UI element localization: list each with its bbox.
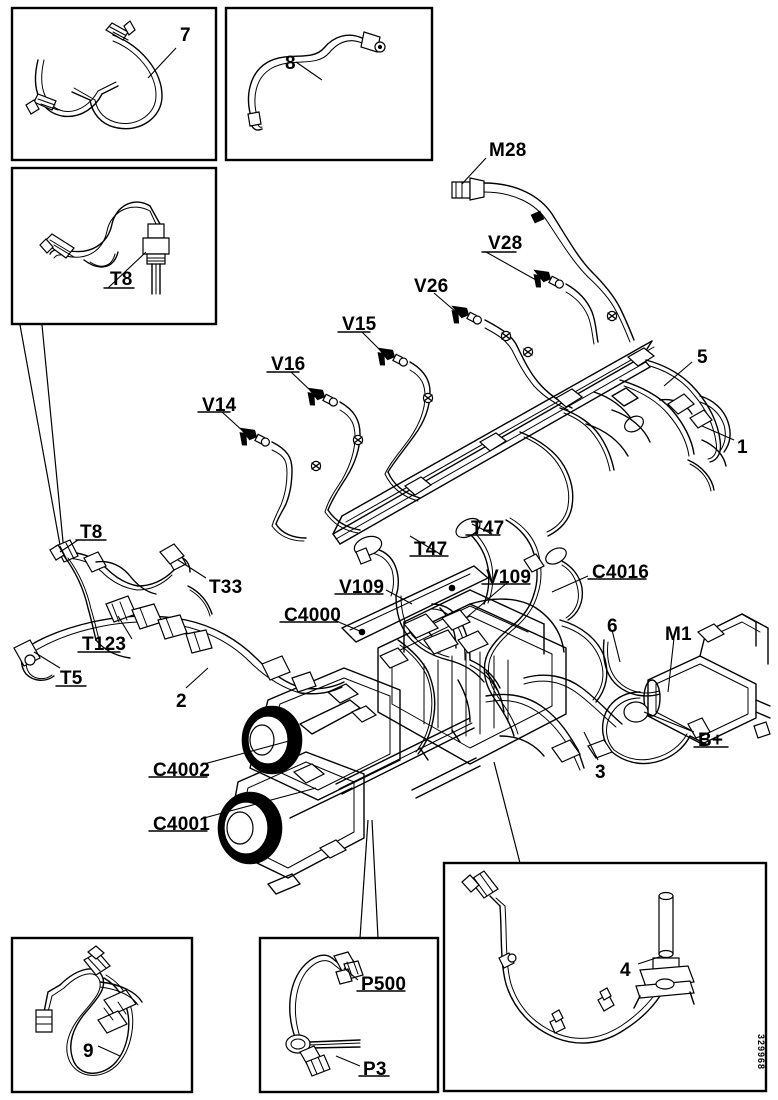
callout-label-t123: T123 (82, 634, 127, 655)
callout-label-v109: V109 (339, 577, 385, 598)
callout-label-1: 1 (737, 437, 748, 458)
callout-label-9: 9 (83, 1041, 94, 1062)
callout-label-c4001: C4001 (153, 814, 210, 835)
callout-label-v14: V14 (202, 395, 237, 416)
part-9-drawing (35, 945, 143, 1076)
callout-label-6: 6 (607, 616, 618, 637)
engine-rear-harness (519, 359, 731, 537)
callout-label-m28: M28 (489, 140, 527, 161)
callout-label-t33: T33 (209, 577, 243, 598)
alternator-compressor (217, 667, 481, 895)
harness-v28 (526, 264, 618, 345)
callout-label-c4002: C4002 (153, 760, 210, 781)
callout-label-2: 2 (176, 691, 187, 712)
part-4-drawing (461, 870, 695, 1044)
lower-left-harness (13, 539, 345, 695)
main-harness-rail (332, 340, 656, 545)
callout-label-p500: P500 (361, 974, 407, 995)
callout-label-bplus: B+ (698, 730, 724, 751)
drawing-number: 329968 (756, 1034, 766, 1071)
leader-lines (33, 47, 735, 1067)
engine-block (377, 589, 608, 765)
callout-label-t47: T47 (414, 539, 448, 560)
callout-label-v15: V15 (342, 314, 377, 335)
callout-label-p3: P3 (363, 1059, 387, 1080)
callout-label-4: 4 (620, 960, 631, 981)
harness-v14 (232, 422, 322, 542)
callout-label-m1: M1 (665, 624, 692, 645)
starter-cables (485, 639, 661, 771)
callout-label-3: 3 (595, 762, 606, 783)
part-7-drawing (25, 20, 163, 130)
harness-m28 (451, 177, 635, 343)
harness-v15 (370, 342, 434, 502)
callout-label-v16: V16 (271, 354, 306, 375)
callout-label-t5: T5 (60, 668, 83, 689)
callout-label-t47: T47 (471, 518, 505, 539)
callout-label-v109: V109 (486, 567, 532, 588)
callout-label-c4000: C4000 (284, 605, 341, 626)
part-t8-drawing (39, 201, 170, 295)
callout-label-v26: V26 (414, 276, 449, 297)
callout-label-c4016: C4016 (592, 562, 649, 583)
label-underlines (55, 251, 729, 1077)
callout-label-7: 7 (180, 25, 191, 46)
callout-label-8: 8 (285, 53, 296, 74)
harness-v16 (300, 382, 364, 534)
harness-v26 (444, 300, 573, 411)
part-p500-p3-drawing (285, 951, 364, 1077)
callout-label-v28: V28 (488, 233, 523, 254)
callout-label-5: 5 (697, 347, 708, 368)
part-8-drawing (247, 31, 386, 131)
central-cable-mass (341, 517, 584, 755)
callout-label-t8: T8 (80, 522, 103, 543)
callout-label-t8: T8 (110, 269, 133, 290)
